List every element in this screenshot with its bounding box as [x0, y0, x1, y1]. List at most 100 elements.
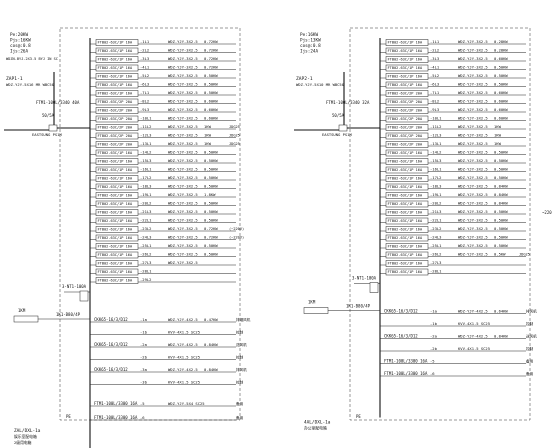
circuit-number: -11L2 [140, 124, 151, 129]
motor-power: 0.47KW [204, 317, 218, 322]
breaker-box [95, 251, 139, 259]
breaker-box [95, 268, 139, 276]
load-power: 1.8KW [204, 192, 216, 197]
motor-use: 排风机 [236, 367, 247, 372]
cable-spec: WDZ-YJY-3X2.5 [458, 243, 488, 248]
cable-spec: WDZ-YJY-3X2.5 [458, 107, 488, 112]
breaker-spec: FTB02-63C/2P 20A [98, 117, 133, 121]
circuit-number: -28L1 [430, 269, 442, 274]
breaker-spec: FTB02-63C/1P 16A [388, 211, 423, 215]
circuit-number: -15L3 [140, 158, 151, 163]
breaker-box [385, 47, 429, 55]
load-power: 0.84KW [494, 201, 508, 206]
cable-spec: WDZ-YJY-3X2.5 [168, 184, 198, 189]
circuit-number: -8L2 [430, 99, 439, 104]
circuit-number: -7L1 [140, 90, 150, 95]
breaker-spec: FTB02-63C/1P 16A [388, 253, 423, 257]
load-power: 1KW [204, 141, 212, 146]
motor-use: 送风机 [236, 342, 247, 347]
pe-label: PE [66, 414, 71, 419]
load-power: 0.50KW [494, 167, 508, 172]
breaker-spec: FTB02-63C/1P 16A [98, 245, 133, 249]
motor-line-number: -6 [430, 371, 435, 376]
load-power: 0.50KW [494, 209, 508, 214]
breaker-box [95, 141, 139, 148]
breaker-spec: FTB02-63C/1P 16A [98, 185, 133, 189]
breaker-spec: FTB02-63C/1P 16A [388, 168, 423, 172]
cable-spec: WDZ-YJY-3X2.5 [168, 133, 198, 138]
breaker-spec: FTB02-63C/2P 20A [98, 109, 133, 113]
circuit-number: -28L1 [140, 269, 152, 274]
cable-spec: WDZ-YJY-3X2.5 [168, 107, 198, 112]
breaker-spec: FTB02-63C/1P 16A [388, 151, 423, 155]
motor-cable-spec: KVV-4X1.5 SC25 [168, 380, 200, 385]
motor-use: 送风机 [526, 334, 537, 339]
circuit-number: -19L1 [430, 192, 442, 197]
circuit-number: -23L2 [140, 226, 151, 231]
breaker-box [95, 47, 139, 55]
circuit-number: -8L2 [140, 99, 149, 104]
circuit-number: -6L3 [430, 82, 439, 87]
motor-power: 0.84KW [204, 342, 218, 347]
circuit-number: -27L3 [140, 260, 151, 265]
cabinet-label: ZAL/DXL-1a [14, 428, 41, 434]
load-power: 1KW [494, 133, 502, 138]
load-power: 0.84KW [494, 184, 508, 189]
panel-right: Pe:16KWPjs:13KWcos@:0.8Ijs:24AZAP2-1WDZ-… [294, 27, 552, 431]
breaker-box [95, 166, 139, 174]
circuit-number: -13L1 [140, 141, 152, 146]
breaker-box [95, 56, 139, 63]
breaker-spec: FTB02-63C/1P 16A [98, 151, 133, 155]
motor-cable-spec: WDZ-YJY-4X2.5 [458, 309, 488, 314]
load-parameter: Pjs:16KW [10, 38, 31, 44]
starter-spec: FTM1-100L/3300 16A [384, 359, 428, 364]
breaker-box [385, 234, 429, 242]
motor-cable-spec: KVV-4X1.5 SC25 [458, 346, 490, 351]
breaker-box [95, 81, 139, 89]
breaker-box [385, 251, 429, 259]
starter-spec: CKK65-16/3/D12 [94, 367, 128, 372]
breaker-box [385, 260, 429, 267]
breaker-spec: FTB02-63C/1P 16A [98, 58, 133, 62]
circuit-number: -21L3 [430, 209, 441, 214]
breaker-spec: FTB02-63C/2P 20A [388, 126, 423, 130]
motor-line-number: -2b [140, 355, 148, 360]
motor-cable-spec: WDZ-YJY-4X2.5 [458, 334, 488, 339]
load-power: 0.50KW [204, 167, 218, 172]
control-label: 1KM [308, 300, 316, 305]
motor-cable-spec: KVV-4X1.5 SC25 [168, 330, 200, 335]
breaker-spec: FTB02-63C/1P 16A [388, 58, 423, 62]
cable-spec: WDZ-YJY-3X2.5 [458, 56, 488, 61]
load-power: 0.50KW [204, 150, 218, 155]
breaker-box [95, 200, 139, 208]
load-power: 0.72KW [204, 235, 218, 240]
circuit-row: FTB02-63C/1P 16A-28L1 [380, 269, 526, 276]
load-power: 0.72KW [204, 56, 218, 61]
circuit-number: -6L3 [140, 82, 149, 87]
circuit-use: JDG25 [519, 253, 530, 257]
load-power: 0.60KW [494, 116, 508, 121]
breaker-box [385, 192, 429, 199]
circuit-use: JDG25 [229, 142, 240, 146]
motor-line-number: -2a [140, 342, 147, 347]
load-parameter: cos@:0.8 [300, 43, 321, 49]
control-label: 1KM [18, 308, 26, 313]
breaker-box [95, 64, 139, 72]
